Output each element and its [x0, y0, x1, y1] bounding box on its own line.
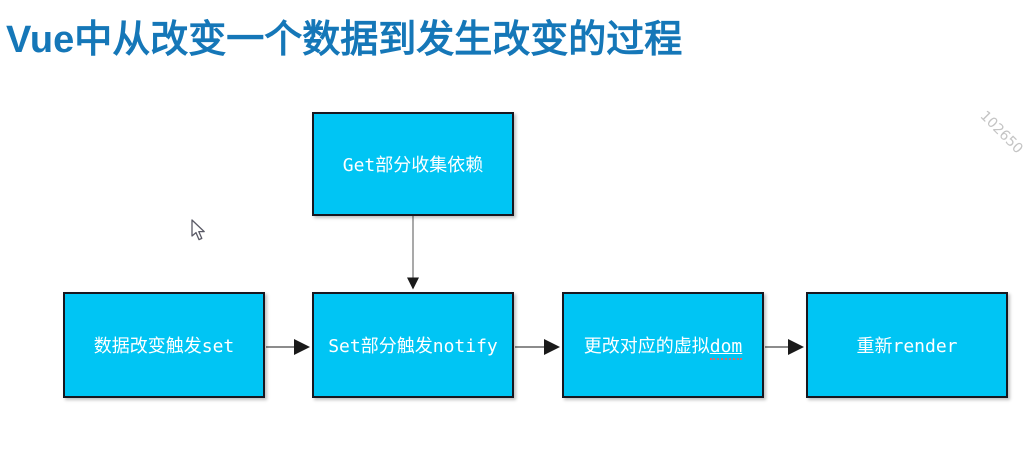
node-label-prefix: 更改对应的虚拟 [583, 336, 710, 357]
node-label: 数据改变触发set [93, 336, 235, 357]
mouse-cursor-icon [191, 219, 205, 241]
node-update-virtual-dom: 更改对应的虚拟dom [562, 292, 764, 398]
node-label: 重新render [856, 336, 958, 357]
node-label: Get部分收集依赖 [342, 155, 484, 176]
node-data-change-set: 数据改变触发set [63, 292, 265, 398]
page-title: Vue中从改变一个数据到发生改变的过程 [6, 19, 683, 61]
watermark: 102650 [976, 108, 1026, 158]
node-get-collect-deps: Get部分收集依赖 [312, 112, 514, 216]
node-label: Set部分触发notify [328, 336, 498, 357]
node-label: 更改对应的虚拟dom [583, 332, 743, 360]
dom-underlined-text: dom [709, 336, 743, 360]
node-re-render: 重新render [806, 292, 1008, 398]
node-set-notify: Set部分触发notify [312, 292, 514, 398]
